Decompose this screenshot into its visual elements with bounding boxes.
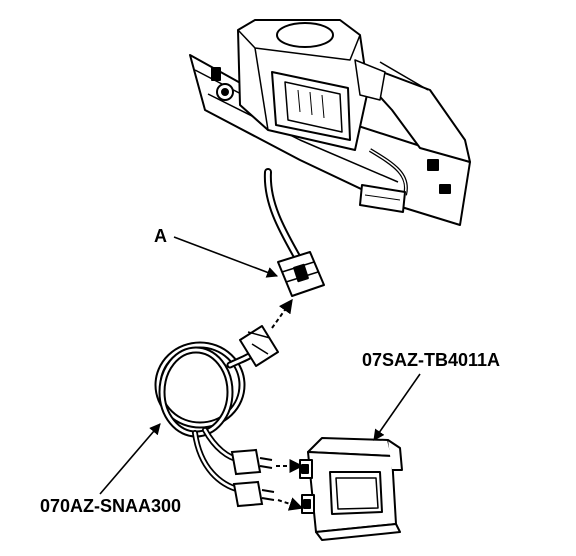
vehicle-structure [189,19,471,226]
connector-a [277,251,325,297]
unit-top-boss [276,22,334,48]
callout-a-label: A [154,226,167,246]
control-module [299,437,403,541]
callout-a: A [154,226,279,278]
callout-a-leader [173,236,279,278]
module-part-number: 07SAZ-TB4011A [362,350,500,370]
callout-module: 07SAZ-TB4011A [362,350,500,441]
connect-arrow [271,298,293,329]
upper-cable [263,168,304,266]
callout-harness: 070AZ-SNAA300 [40,423,181,516]
harness-plug-upper [230,448,273,476]
cable-coil [154,341,246,438]
harness-leader [99,423,161,495]
plug-arrow-lower [277,497,304,511]
harness-part-number: 070AZ-SNAA300 [40,496,181,516]
inline-connector [239,325,279,367]
harness-assembly [154,168,304,493]
module-leader [373,373,421,441]
harness-plug-lower [232,480,275,508]
vehicle-connector [359,184,406,213]
